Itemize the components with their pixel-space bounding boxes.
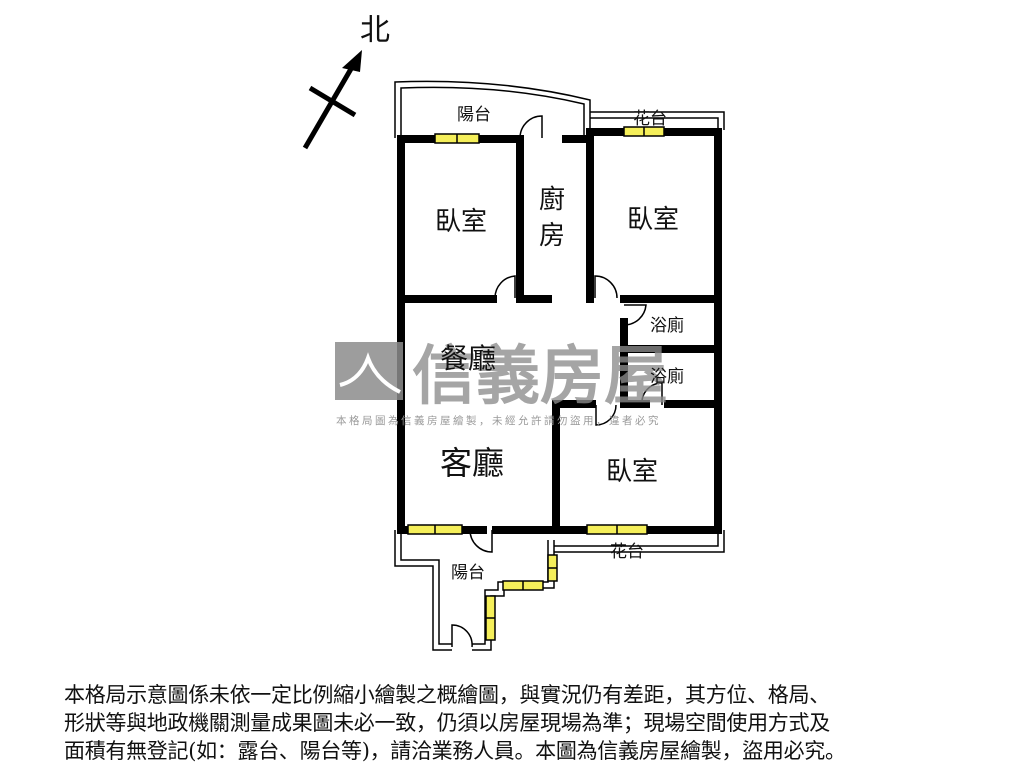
balcony-top-outline — [394, 80, 591, 138]
bedroom-se-label: 臥室 — [606, 457, 658, 487]
planter-top-label: 花台 — [633, 109, 667, 129]
north-label: 北 — [360, 13, 390, 48]
north-arrow-icon — [302, 50, 362, 150]
disclaimer-text: 本格局示意圖係未依一定比例縮小繪製之概繪圖，與實況仍有差距，其方位、格局、 形狀… — [64, 681, 964, 765]
balcony-bottom-label: 陽台 — [451, 563, 485, 583]
balcony-bottom-outline — [394, 530, 555, 651]
bathroom-2-label: 浴廁 — [650, 366, 684, 387]
kitchen-label-2: 房 — [539, 221, 565, 251]
doors — [451, 115, 663, 648]
planter-bottom-outline — [554, 530, 725, 553]
kitchen-label-1: 廚 — [539, 185, 565, 215]
watermark-brand: 信義房屋 — [412, 340, 668, 414]
bedroom-nw-label: 臥室 — [435, 207, 487, 237]
living-label: 客廳 — [440, 444, 504, 482]
disclaimer-line-3: 面積有無登記(如：露台、陽台等)，請洽業務人員。本圖為信義房屋繪製，盜用必究。 — [64, 739, 846, 763]
floor-plan: 北 — [302, 13, 725, 651]
bedroom-ne-label: 臥室 — [627, 205, 679, 235]
planter-bottom-label: 花台 — [610, 542, 644, 562]
dining-label: 餐廳 — [440, 342, 496, 375]
watermark-notice: 本格局圖為信義房屋繪製，未經允許請勿盜用，違者必究 — [336, 414, 661, 427]
watermark-logo-icon — [335, 342, 403, 400]
planter-top-outline — [590, 111, 725, 130]
disclaimer-line-2: 形狀等與地政機關測量成果圖未必一致，仍須以房屋現場為準；現場空間使用方式及 — [64, 711, 830, 735]
bathroom-1-label: 浴廁 — [650, 315, 684, 336]
disclaimer-line-1: 本格局示意圖係未依一定比例縮小繪製之概繪圖，與實況仍有差距，其方位、格局、 — [64, 683, 830, 707]
balcony-top-label: 陽台 — [457, 105, 491, 125]
windows — [407, 126, 665, 641]
